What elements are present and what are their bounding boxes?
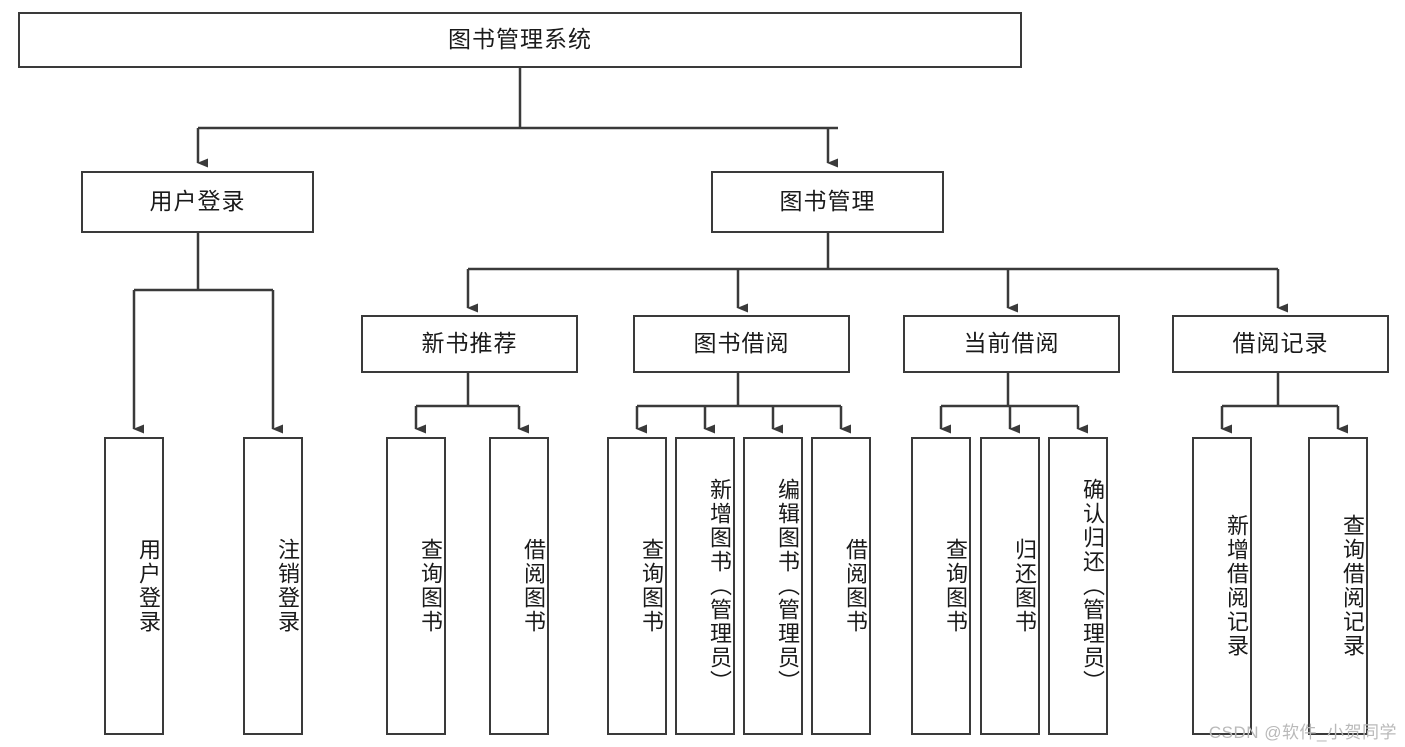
node-root-system[interactable]: 图书管理系统 [18,12,1022,68]
node-user-login[interactable]: 用户登录 [81,171,314,233]
leaf-bookborrow-query-book[interactable]: 查询图书 [607,437,667,735]
node-label: 新增图书（管理员） [707,478,732,694]
node-label: 借阅图书 [521,538,546,634]
node-label: 图书管理系统 [448,26,592,53]
leaf-borrowrecord-add-record[interactable]: 新增借阅记录 [1192,437,1252,735]
node-label: 查询图书 [943,538,968,634]
node-book-management[interactable]: 图书管理 [711,171,944,233]
leaf-borrowrecord-query-record[interactable]: 查询借阅记录 [1308,437,1368,735]
node-label: 新增借阅记录 [1224,514,1249,658]
leaf-newbook-query-book[interactable]: 查询图书 [386,437,446,735]
node-label: 查询借阅记录 [1340,514,1365,658]
node-current-borrow[interactable]: 当前借阅 [903,315,1120,373]
leaf-currentborrow-query-book[interactable]: 查询图书 [911,437,971,735]
leaf-currentborrow-confirm-return-admin[interactable]: 确认归还（管理员） [1048,437,1108,735]
node-label: 用户登录 [136,538,161,634]
node-label: 查询图书 [418,538,443,634]
node-borrow-record[interactable]: 借阅记录 [1172,315,1389,373]
node-label: 借阅记录 [1232,330,1329,357]
leaf-newbook-borrow-book[interactable]: 借阅图书 [489,437,549,735]
leaf-bookborrow-add-book-admin[interactable]: 新增图书（管理员） [675,437,735,735]
node-label: 确认归还（管理员） [1080,478,1105,694]
node-label: 新书推荐 [421,330,518,357]
node-label: 编辑图书（管理员） [775,478,800,694]
node-label: 图书管理 [779,188,876,215]
leaf-user-login[interactable]: 用户登录 [104,437,164,735]
node-label: 借阅图书 [843,538,868,634]
leaf-currentborrow-return-book[interactable]: 归还图书 [980,437,1040,735]
node-label: 图书借阅 [693,330,790,357]
node-label: 查询图书 [639,538,664,634]
leaf-bookborrow-borrow-book[interactable]: 借阅图书 [811,437,871,735]
leaf-bookborrow-edit-book-admin[interactable]: 编辑图书（管理员） [743,437,803,735]
leaf-logout[interactable]: 注销登录 [243,437,303,735]
node-label: 用户登录 [149,188,246,215]
node-label: 归还图书 [1012,538,1037,634]
node-label: 当前借阅 [963,330,1060,357]
node-new-book-recommend[interactable]: 新书推荐 [361,315,578,373]
node-label: 注销登录 [275,538,300,634]
watermark-text: CSDN @软件_小贺同学 [1208,723,1397,742]
node-book-borrow[interactable]: 图书借阅 [633,315,850,373]
